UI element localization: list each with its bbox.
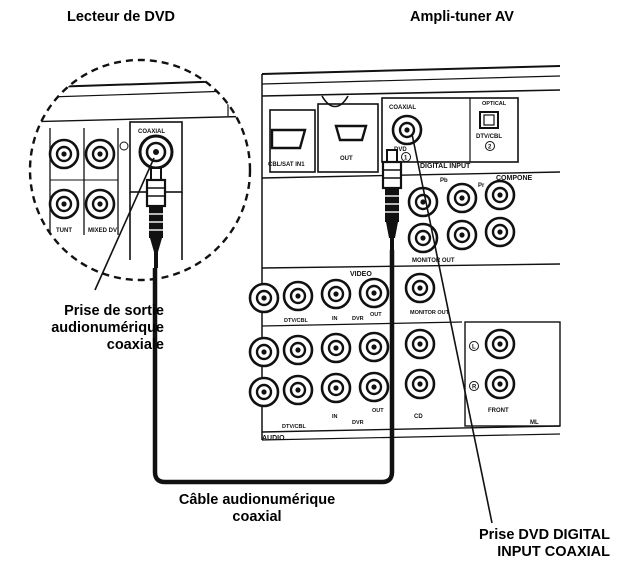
audio-text: AUDIO bbox=[262, 435, 285, 442]
output-jack-label: Prise de sortie audionumérique coaxiale bbox=[22, 303, 164, 354]
video-text: VIDEO bbox=[350, 271, 372, 278]
cable-label: Câble audionumérique coaxial bbox=[172, 492, 342, 526]
rx-num1-text: 1 bbox=[404, 156, 408, 162]
comp-pr-text: Pr bbox=[478, 183, 485, 189]
rx-dvd-text: DVD bbox=[394, 147, 407, 153]
out-1-text: OUT bbox=[370, 312, 382, 318]
coaxial-digital-cable bbox=[145, 149, 403, 485]
output-jack-label-line3: coaxiale bbox=[106, 337, 164, 353]
front-text: FRONT bbox=[488, 408, 509, 414]
dvd-player-title: Lecteur de DVD bbox=[67, 9, 175, 25]
dvd-digital-coaxial-input-jack bbox=[391, 114, 423, 146]
av-receiver-title: Ampli-tuner AV bbox=[410, 9, 514, 25]
cable-label-line1: Câble audionumérique bbox=[178, 492, 336, 508]
dvd-coaxial-text: COAXIAL bbox=[138, 129, 165, 135]
av-receiver-rear-panel: CBL/SAT IN1 OUT COAXIAL DVD 1 OPTICAL DT… bbox=[248, 65, 561, 442]
dvd-sub2-text: MIXED DV bbox=[88, 228, 117, 234]
rx-optical-sub-text: DTV/CBL bbox=[476, 134, 502, 140]
output-jack-label-line1: Prise de sortie bbox=[64, 303, 164, 319]
output-jack-label-line2: audionumérique bbox=[51, 320, 164, 336]
component-text: COMPONE bbox=[496, 175, 533, 182]
input-jack-label: Prise DVD DIGITAL INPUT COAXIAL bbox=[440, 527, 610, 561]
digital-input-text: DIGITAL INPUT bbox=[420, 163, 471, 170]
left-mark-text: L bbox=[472, 345, 476, 351]
monitor-out-text: MONITOR OUT bbox=[412, 258, 455, 264]
hdmi-out-text: OUT bbox=[340, 156, 353, 162]
monitor-out-2-text: MONITOR OUT bbox=[410, 310, 450, 316]
dtv-cbl-1-text: DTV/CBL bbox=[284, 318, 308, 324]
comp-pb-text: Pb bbox=[440, 178, 448, 184]
ml-text: ML bbox=[530, 420, 539, 426]
dvr-2-text: DVR bbox=[352, 420, 364, 426]
dtv-cbl-2-text: DTV/CBL bbox=[282, 424, 306, 430]
input-jack-label-line2: INPUT COAXIAL bbox=[497, 544, 610, 560]
hdmi-in-text: CBL/SAT IN1 bbox=[268, 162, 305, 168]
dvd-player-rear-panel-zoom: COAXIAL TUNT MIXED DV bbox=[28, 58, 252, 282]
rx-coaxial-text: COAXIAL bbox=[389, 105, 416, 111]
dvr-1-text: DVR bbox=[352, 316, 364, 322]
dvd-sub1-text: TUNT bbox=[56, 228, 72, 234]
in-2-text: IN bbox=[332, 414, 338, 420]
callout-leader-lines bbox=[94, 133, 493, 524]
cd-text: CD bbox=[414, 414, 423, 420]
rx-num2-text: 2 bbox=[488, 145, 492, 151]
input-jack-label-line1: Prise DVD DIGITAL bbox=[478, 527, 610, 543]
cable-label-line2: coaxial bbox=[232, 509, 282, 525]
dvd-side-rca-plug bbox=[145, 167, 167, 268]
rx-optical-text: OPTICAL bbox=[482, 101, 507, 107]
out-2-text: OUT bbox=[372, 408, 384, 414]
right-mark-text: R bbox=[472, 385, 477, 391]
receiver-side-rca-plug bbox=[381, 149, 403, 252]
in-1-text: IN bbox=[332, 316, 338, 322]
